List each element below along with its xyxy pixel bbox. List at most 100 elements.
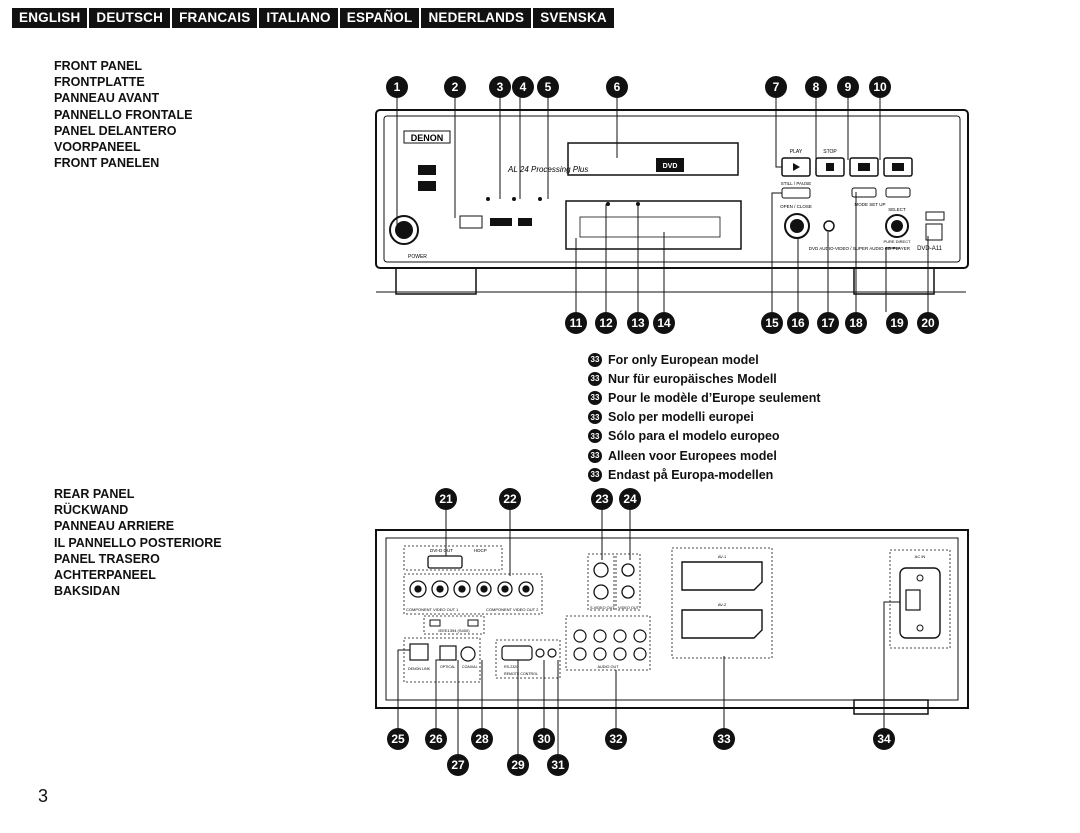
rear-title-it: IL PANNELLO POSTERIORE xyxy=(54,535,222,550)
front-title-it: PANNELLO FRONTALE xyxy=(54,107,193,122)
front-title-de: FRONTPLATTE xyxy=(54,75,145,90)
callout-22: 22 xyxy=(499,488,521,510)
lang-tab-espanol[interactable]: ESPAÑOL xyxy=(339,8,420,28)
front-title-sv: FRONT PANELEN xyxy=(54,156,160,171)
lang-tab-deutsch[interactable]: DEUTSCH xyxy=(89,8,171,28)
page-number: 3 xyxy=(38,786,49,806)
open-close-label: OPEN / CLOSE xyxy=(780,204,812,209)
callout-16: 16 xyxy=(787,312,809,334)
note-sv: 33 Endast på Europa-modellen xyxy=(588,465,821,484)
rear-title-nl: ACHTERPANEEL xyxy=(54,568,156,583)
note-text: Sólo para el modelo europeo xyxy=(608,429,780,444)
note-text: Endast på Europa-modellen xyxy=(608,467,774,482)
front-title-es: PANEL DELANTERO xyxy=(54,123,177,138)
dvd-logo: DVD xyxy=(663,163,678,170)
callout-21: 21 xyxy=(435,488,457,510)
component2-label: COMPONENT VIDEO OUT 2 xyxy=(486,607,539,612)
callout-23: 23 xyxy=(591,488,613,510)
callout-30: 30 xyxy=(533,728,555,750)
language-bar: ENGLISH DEUTSCH FRANCAIS ITALIANO ESPAÑO… xyxy=(12,8,616,28)
front-title-nl: VOORPANEEL xyxy=(54,140,141,155)
callout-18: 18 xyxy=(845,312,867,334)
lang-tab-nederlands[interactable]: NEDERLANDS xyxy=(421,8,532,28)
front-panel-drawing: DENON AL 24 Processing Plus DVD POWER PL… xyxy=(375,96,969,312)
front-title-fr: PANNEAU AVANT xyxy=(54,91,160,106)
lang-tab-english[interactable]: ENGLISH xyxy=(12,8,88,28)
lang-tab-francais[interactable]: FRANCAIS xyxy=(172,8,258,28)
callout-28: 28 xyxy=(471,728,493,750)
callout-4: 4 xyxy=(512,76,534,98)
callout-10: 10 xyxy=(869,76,891,98)
component1-label: COMPONENT VIDEO OUT 1 xyxy=(406,607,459,612)
callout-15: 15 xyxy=(761,312,783,334)
ieee-label: IEEE1394 (S400) xyxy=(438,628,470,633)
play-label: PLAY xyxy=(790,149,803,155)
callout-31: 31 xyxy=(547,754,569,776)
callout-8: 8 xyxy=(805,76,827,98)
front-panel-titles: FRONT PANEL FRONTPLATTE PANNEAU AVANT PA… xyxy=(54,58,192,171)
callout-13: 13 xyxy=(627,312,649,334)
rear-panel-titles: REAR PANEL RÜCKWAND PANNEAU ARRIERE IL P… xyxy=(54,486,222,599)
ac-in-label: AC IN xyxy=(915,554,926,559)
footer-label: DVD AUDIO-VIDEO / SUPER AUDIO CD PLAYER xyxy=(809,246,911,251)
note-de: 33 Nur für europäisches Modell xyxy=(588,369,821,388)
note-text: Alleen voor Europees model xyxy=(608,448,777,463)
select-label: SELECT xyxy=(888,207,906,212)
rear-title-fr: PANNEAU ARRIERE xyxy=(54,519,175,534)
callout-33: 33 xyxy=(713,728,735,750)
callout-33-marker: 33 xyxy=(588,371,602,386)
callout-33-marker: 33 xyxy=(588,390,602,405)
rear-title-de: RÜCKWAND xyxy=(54,503,129,518)
denon-link-label: DENON LINK xyxy=(408,667,431,671)
power-label: POWER xyxy=(408,254,427,260)
callout-33-marker: 33 xyxy=(588,467,602,482)
note-it: 33 Solo per modelli europei xyxy=(588,408,821,427)
callout-5: 5 xyxy=(537,76,559,98)
model-label: DVD-A11 xyxy=(917,246,943,252)
note-nl: 33 Alleen voor Europees model xyxy=(588,446,821,465)
callout-26: 26 xyxy=(425,728,447,750)
still-pause-label: STILL / PAUSE xyxy=(781,181,812,186)
callout-1: 1 xyxy=(386,76,408,98)
mode-setup-label: MODE SET UP xyxy=(855,202,886,207)
callout-19: 19 xyxy=(886,312,908,334)
note-text: Pour le modèle d’Europe seulement xyxy=(608,390,821,405)
note-text: Solo per modelli europei xyxy=(608,410,754,425)
rear-panel-drawing: DVI-D OUT HDCP COMPONENT VIDEO OUT 1 COM… xyxy=(375,508,969,756)
optical-label: OPTICAL xyxy=(440,665,455,669)
audio-out-label: AUDIO OUT xyxy=(597,665,619,669)
svideo-label: S-VIDEO OUT xyxy=(590,606,615,610)
callout-6: 6 xyxy=(606,76,628,98)
brand-label: DENON xyxy=(411,133,444,143)
video-label: VIDEO OUT xyxy=(618,606,640,610)
callout-14: 14 xyxy=(653,312,675,334)
av1-label: AV-1 xyxy=(718,554,727,559)
callout-12: 12 xyxy=(595,312,617,334)
hdcp-label: HDCP xyxy=(474,548,487,553)
callout-20: 20 xyxy=(917,312,939,334)
callout-2: 2 xyxy=(444,76,466,98)
callout-33-marker: 33 xyxy=(588,448,602,463)
dvi-label: DVI-D OUT xyxy=(430,548,453,553)
remote-label: REMOTE CONTROL xyxy=(504,672,538,676)
callout-24: 24 xyxy=(619,488,641,510)
callout-3: 3 xyxy=(489,76,511,98)
note-text: Nur für europäisches Modell xyxy=(608,371,777,386)
note-text: For only European model xyxy=(608,352,759,367)
stop-label: STOP xyxy=(823,149,837,155)
lang-tab-svenska[interactable]: SVENSKA xyxy=(533,8,614,28)
callout-17: 17 xyxy=(817,312,839,334)
lang-tab-italiano[interactable]: ITALIANO xyxy=(259,8,338,28)
rear-title-en: REAR PANEL xyxy=(54,487,135,501)
rear-title-sv: BAKSIDAN xyxy=(54,584,120,599)
callout-25: 25 xyxy=(387,728,409,750)
rs232-label: RS-232C xyxy=(504,665,519,669)
av2-label: AV-2 xyxy=(718,602,727,607)
callout-32: 32 xyxy=(605,728,627,750)
note-fr: 33 Pour le modèle d’Europe seulement xyxy=(588,388,821,407)
callout-33-marker: 33 xyxy=(588,410,602,425)
